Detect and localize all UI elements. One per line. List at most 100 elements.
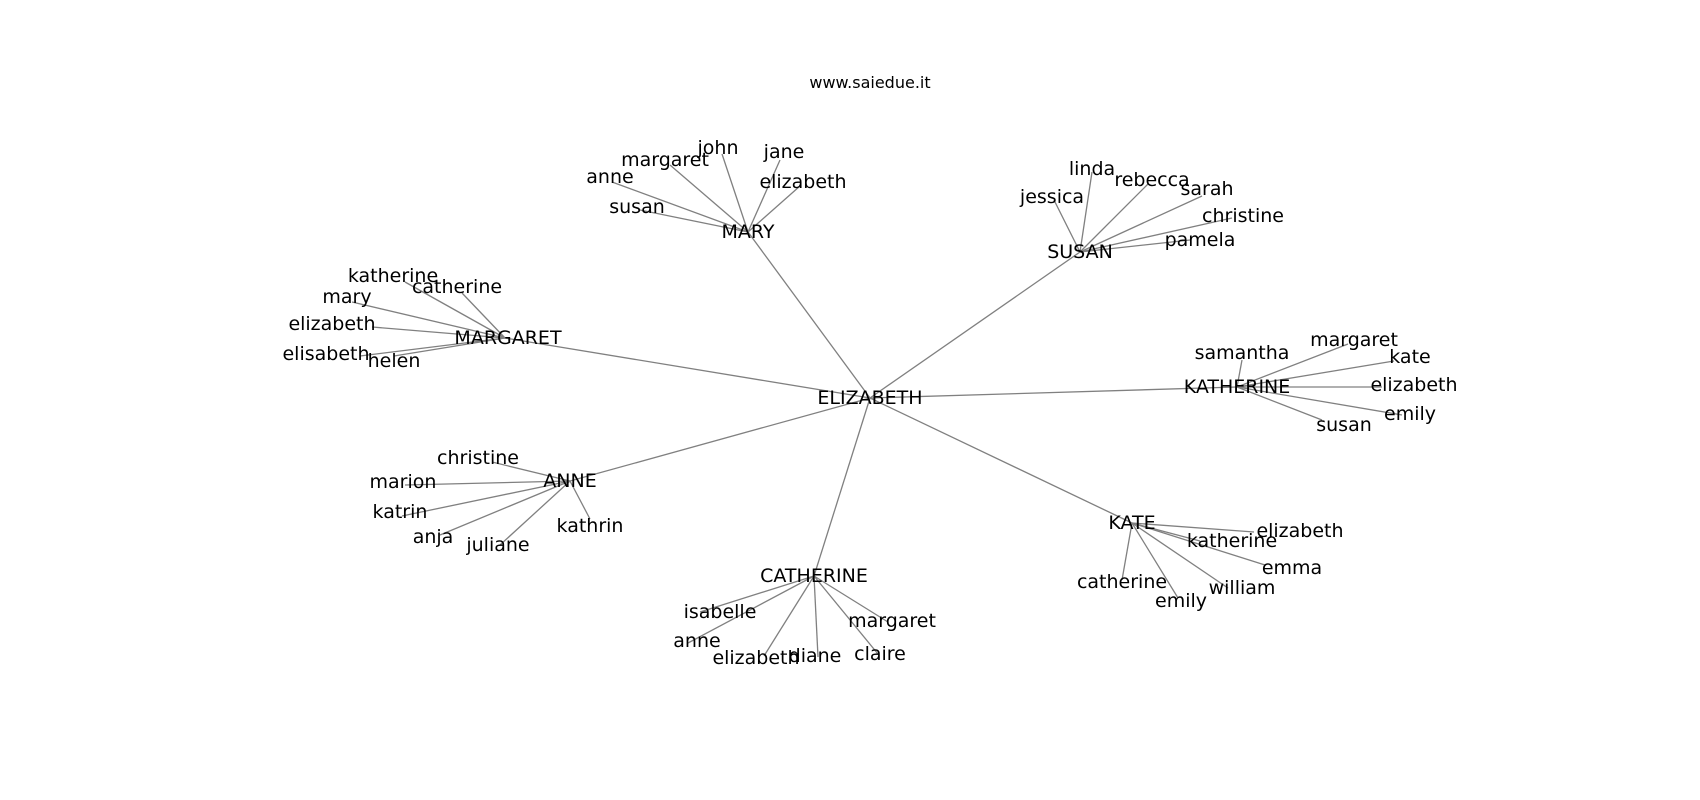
edge-center-to-mary [747,231,871,399]
center-node-label: ELIZABETH [817,387,922,409]
leaf-node-label-anne-juliane: juliane [465,534,529,556]
hub-node-label-kate: KATE [1108,512,1155,534]
leaf-node-label-mary-margaret: margaret [621,149,709,171]
leaf-node-label-margaret-katherine: katherine [348,265,438,287]
edge-margaret-to-helen [393,337,506,357]
leaf-node-label-kate-emma: emma [1262,557,1322,579]
leaf-node-label-susan-sarah: sarah [1180,178,1233,200]
leaf-node-label-susan-jessica: jessica [1019,186,1084,208]
edge-susan-to-pamela [1079,239,1191,253]
edge-anne-to-anja [439,480,571,536]
leaf-node-label-mary-anne: anne [586,166,633,188]
edge-anne-to-juliane [499,480,571,546]
leaf-node-label-mary-susan: susan [609,196,665,218]
edge-anne-to-kathrin [569,480,591,520]
edge-mary-to-susan [639,209,749,233]
edge-anne-to-marion [404,480,571,486]
edge-kate-to-elizabeth [1131,522,1255,533]
hub-node-label-margaret: MARGARET [454,327,562,349]
edge-kate-to-emily [1131,522,1179,599]
edge-mary-to-john [721,153,749,233]
edge-mary-to-anne [611,181,749,233]
leaf-node-label-margaret-catherine: catherine [412,276,502,298]
leaf-node-label-anne-katrin: katrin [373,501,428,523]
edge-catherine-to-anne [687,575,815,644]
hub-node-label-katherine: KATHERINE [1184,376,1291,398]
edge-susan-to-jessica [1053,199,1081,253]
hub-node-label-anne: ANNE [543,470,596,492]
hub-node-label-susan: SUSAN [1047,241,1113,263]
edge-kate-to-william [1131,522,1229,589]
edge-center-to-margaret [504,337,871,399]
leaf-node-label-anne-marion: marion [370,471,437,493]
leaf-node-label-kate-william: william [1209,577,1276,599]
leaf-node-label-katherine-samantha: samantha [1195,342,1290,364]
edge-katherine-to-emily [1236,386,1403,416]
leaf-node-label-anne-christine: christine [437,447,519,469]
edge-catherine-to-diane [813,575,819,658]
edge-center-to-catherine [813,397,871,577]
leaf-node-label-susan-pamela: pamela [1165,229,1236,251]
leaf-node-label-susan-rebecca: rebecca [1114,169,1189,191]
edge-mary-to-elizabeth [747,185,801,233]
leaf-node-label-susan-linda: linda [1069,158,1115,180]
leaf-node-label-katherine-emily: emily [1384,403,1436,425]
edge-katherine-to-samantha [1236,359,1243,388]
edge-susan-to-linda [1079,171,1093,253]
leaf-node-label-susan-christine: christine [1202,205,1284,227]
leaf-node-label-anne-anja: anja [413,526,454,548]
edge-katherine-to-kate [1236,360,1395,388]
leaf-node-label-katherine-elizabeth: elizabeth [1370,374,1457,396]
edge-margaret-to-elisabeth [359,337,506,357]
leaf-node-label-kate-elizabeth: elizabeth [1256,520,1343,542]
edge-catherine-to-margaret [813,575,889,623]
edge-susan-to-rebecca [1079,183,1149,253]
edge-mary-to-margaret [669,164,749,233]
edge-mary-to-jane [747,159,781,233]
edge-katherine-to-margaret [1236,343,1349,388]
edge-margaret-to-elizabeth [371,326,506,339]
edge-susan-to-sarah [1079,195,1203,253]
hub-node-label-catherine: CATHERINE [760,565,868,587]
leaf-node-label-kate-katherine: katherine [1187,530,1277,552]
leaf-node-label-mary-elizabeth: elizabeth [759,171,846,193]
leaf-node-label-catherine-claire: claire [854,643,906,665]
leaf-node-label-katherine-margaret: margaret [1310,329,1398,351]
edge-margaret-to-mary [351,301,506,339]
leaf-node-label-margaret-elisabeth: elisabeth [282,343,369,365]
hub-node-label-mary: MARY [722,221,775,243]
leaf-node-label-mary-jane: jane [763,141,805,163]
leaf-node-label-anne-kathrin: kathrin [557,515,624,537]
edges-layer [351,153,1403,658]
edge-center-to-kate [869,397,1133,524]
edge-anne-to-katrin [401,480,571,517]
leaf-node-label-margaret-elizabeth: elizabeth [288,313,375,335]
edge-susan-to-christine [1079,217,1233,253]
edge-anne-to-christine [491,461,571,482]
leaf-node-label-margaret-mary: mary [322,286,371,308]
leaf-node-label-kate-emily: emily [1155,590,1207,612]
leaf-node-label-catherine-diane: diane [789,645,842,667]
leaf-node-label-catherine-isabelle: isabelle [684,601,757,623]
edge-katherine-to-susan [1236,386,1323,421]
edge-center-to-anne [569,397,871,482]
edge-center-to-katherine [869,386,1238,399]
leaf-node-label-mary-john: john [697,137,739,159]
edge-kate-to-emma [1131,522,1266,566]
edge-margaret-to-katherine [404,281,506,339]
leaf-node-label-katherine-susan: susan [1316,414,1372,436]
leaf-node-label-kate-catherine: catherine [1077,571,1167,593]
leaf-node-label-catherine-margaret: margaret [848,610,936,632]
edge-catherine-to-elizabeth [763,575,815,657]
source-url-text: www.saiedue.it [809,73,930,92]
edge-center-to-susan [869,251,1081,399]
leaf-node-label-katherine-kate: kate [1389,346,1430,368]
leaf-node-label-catherine-anne: anne [673,630,720,652]
leaf-node-label-catherine-elizabeth: elizabeth [712,647,799,669]
edge-kate-to-catherine [1121,522,1133,581]
edge-catherine-to-isabelle [699,575,815,613]
edge-catherine-to-claire [813,575,879,655]
leaf-node-label-margaret-helen: helen [368,350,421,372]
